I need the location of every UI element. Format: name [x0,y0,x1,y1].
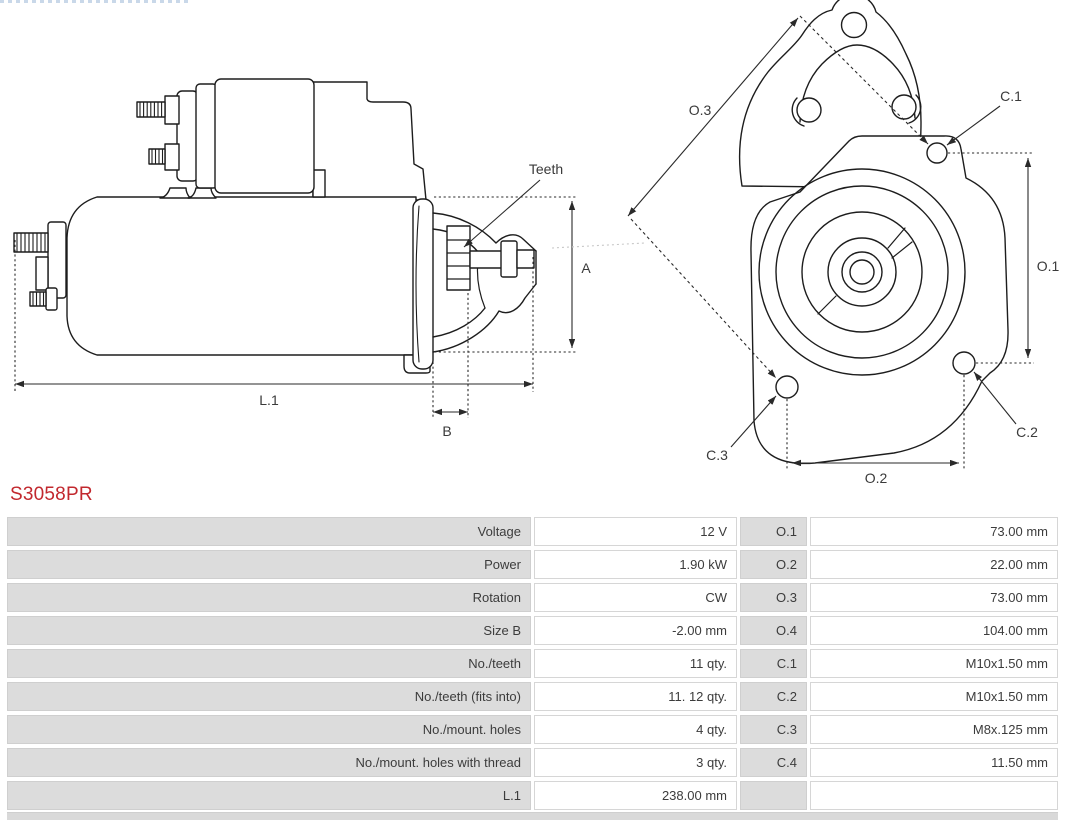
spec-label-cell: Size B [7,616,531,645]
front-view-dimensions [627,15,1034,469]
spec-value-cell: 12 V [534,517,737,546]
hole-c2-label: C.2 [1016,424,1038,440]
spec-key-value-cell: 11.50 mm [810,748,1058,777]
dim-o2-label: O.2 [865,470,888,486]
spec-key-value-cell: M10x1.50 mm [810,649,1058,678]
spec-value-cell: 4 qty. [534,715,737,744]
spec-value-cell: -2.00 mm [534,616,737,645]
spec-label-cell: No./teeth [7,649,531,678]
spec-key-cell: O.4 [740,616,807,645]
spec-label-cell: Rotation [7,583,531,612]
dim-o3-label: O.3 [689,102,712,118]
spec-key-cell [740,781,807,810]
side-view-drawing [13,78,537,374]
spec-label-cell: Voltage [7,517,531,546]
spec-key-cell: C.2 [740,682,807,711]
spec-value-cell: 238.00 mm [534,781,737,810]
spec-label-cell: No./mount. holes with thread [7,748,531,777]
spec-key-value-cell: M8x.125 mm [810,715,1058,744]
part-number: S3058PR [10,484,93,505]
spec-key-cell: O.2 [740,550,807,579]
spec-key-cell: O.1 [740,517,807,546]
spec-key-cell: C.1 [740,649,807,678]
side-view-dimensions [14,179,646,418]
spec-key-value-cell: 104.00 mm [810,616,1058,645]
dim-a-label: A [581,260,591,276]
spec-key-value-cell: 73.00 mm [810,517,1058,546]
spec-table: Voltage 12 V O.1 73.00 mm Power 1.90 kW … [7,517,1058,810]
technical-drawings: Teeth A B L.1 [13,0,1060,486]
teeth-label: Teeth [529,161,563,177]
spec-label-cell: L.1 [7,781,531,810]
watermark-dashes [0,0,192,3]
spec-key-value-cell: M10x1.50 mm [810,682,1058,711]
hole-c1-label: C.1 [1000,88,1022,104]
hole-c3-label: C.3 [706,447,728,463]
dim-b-label: B [442,423,451,439]
spec-label-cell: No./mount. holes [7,715,531,744]
spec-key-cell: O.3 [740,583,807,612]
table-footer-bar [7,812,1058,820]
dim-l1-label: L.1 [259,392,279,408]
spec-value-cell: 11 qty. [534,649,737,678]
spec-label-cell: Power [7,550,531,579]
spec-value-cell: CW [534,583,737,612]
front-view-drawing [738,0,1009,465]
spec-value-cell: 3 qty. [534,748,737,777]
spec-key-cell: C.4 [740,748,807,777]
spec-key-value-cell: 73.00 mm [810,583,1058,612]
spec-label-cell: No./teeth (fits into) [7,682,531,711]
spec-key-value-cell: 22.00 mm [810,550,1058,579]
spec-value-cell: 1.90 kW [534,550,737,579]
spec-value-cell: 11. 12 qty. [534,682,737,711]
dim-o1-label: O.1 [1037,258,1060,274]
spec-key-value-cell [810,781,1058,810]
spec-key-cell: C.3 [740,715,807,744]
